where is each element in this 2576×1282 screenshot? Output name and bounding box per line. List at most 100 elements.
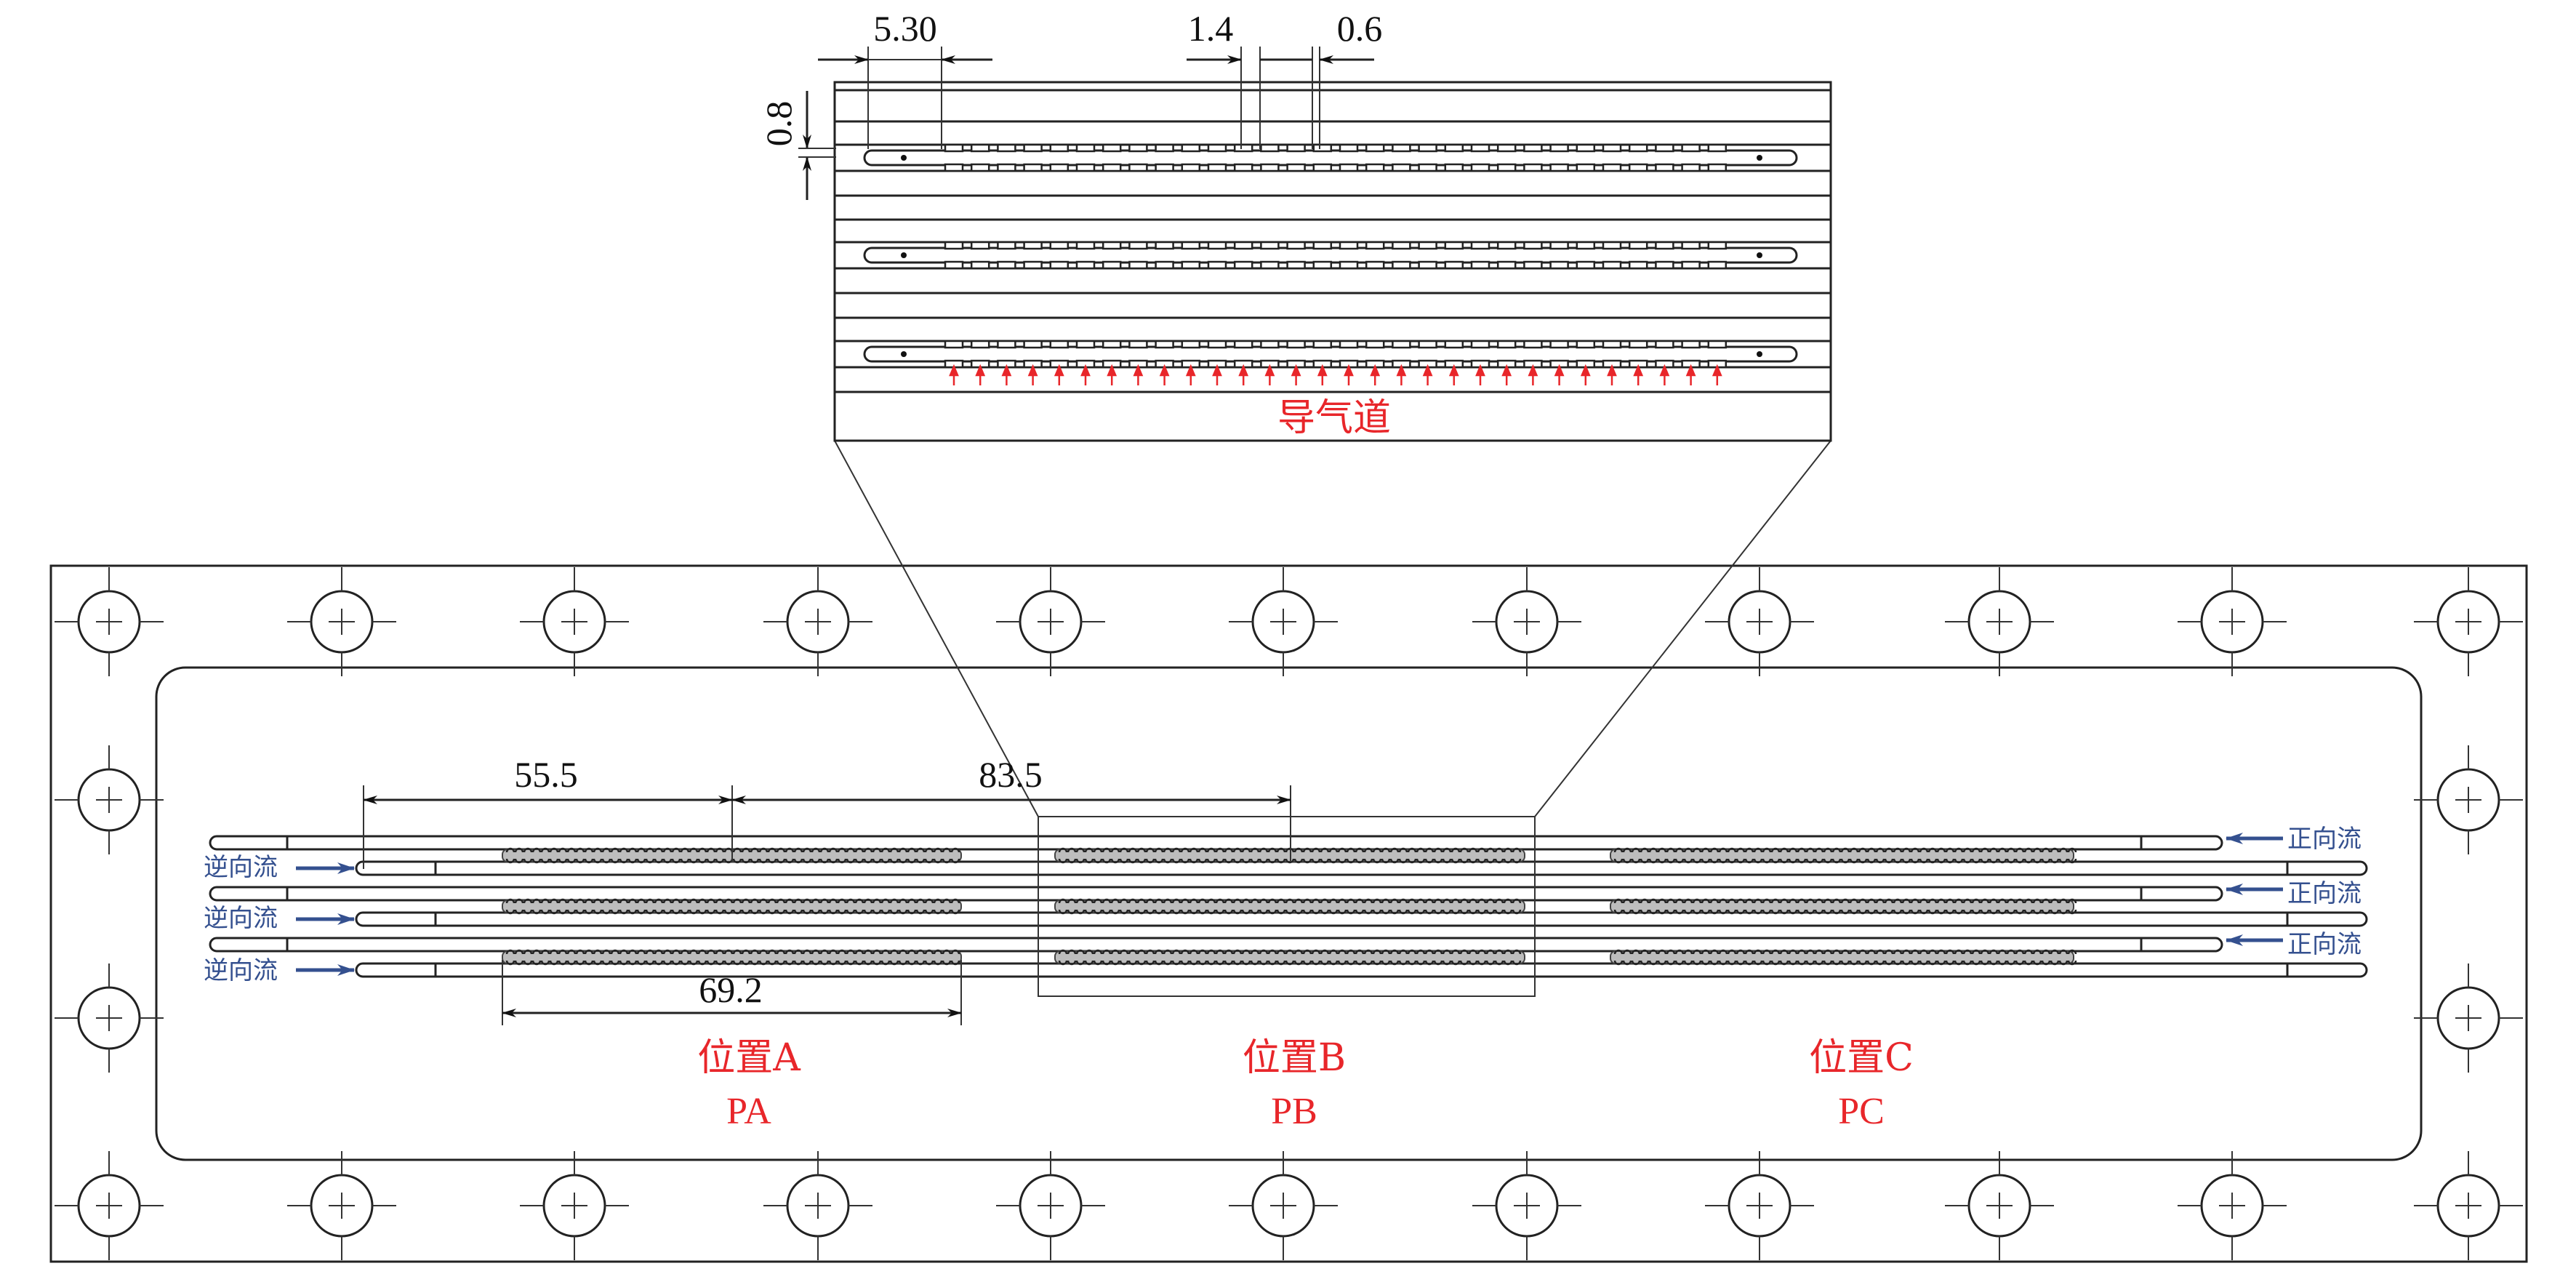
dimension-label: 69.2 [699, 969, 763, 1010]
rib-square-top [1075, 340, 1096, 349]
rib-square-top [1707, 241, 1728, 250]
air-flow-arrow-icon [1422, 364, 1433, 385]
bolt-crosshair [287, 567, 396, 676]
rib-square-bottom [1496, 260, 1517, 270]
rib-square-bottom [1365, 163, 1385, 172]
bolt-hole-icon [287, 1151, 396, 1260]
position-cn: 位置C [1809, 1036, 1914, 1080]
bolt-crosshair [2414, 963, 2523, 1073]
bolt-crosshair [55, 963, 164, 1073]
rib-square-bottom [1681, 260, 1701, 270]
inset-slot [863, 149, 1798, 167]
position-en: PA [726, 1091, 771, 1132]
upper-tube [209, 835, 2223, 851]
rib-square-top [1128, 340, 1148, 349]
bolt-crosshair [1945, 1151, 2054, 1260]
rib-square-top [1260, 340, 1280, 349]
rib-square-bottom [1576, 260, 1596, 270]
zoom-leader-right [1534, 440, 1831, 817]
rib-square-bottom [1181, 260, 1201, 270]
bolt-crosshair [1945, 567, 2054, 676]
zoom-leader-left [834, 440, 1039, 817]
rib-square-top [1365, 241, 1385, 250]
rib-square-bottom [1655, 260, 1674, 270]
rib-square-top [1602, 143, 1622, 153]
rib-square-bottom [1128, 163, 1148, 172]
bolt-crosshair [55, 567, 164, 676]
rib-square-bottom [1576, 163, 1596, 172]
air-flow-arrow-icon [1027, 364, 1038, 385]
rib-square-bottom [1549, 260, 1569, 270]
bolt-hole-icon [2178, 567, 2287, 676]
forward-flow-label: 正向流 [2287, 879, 2362, 908]
rib-square-top [944, 340, 964, 349]
rib-square-bottom [1707, 163, 1728, 172]
rib-square-top [1470, 241, 1490, 250]
rib-square-bottom [1207, 260, 1227, 270]
rib-square-top [1496, 241, 1517, 250]
rib-square-top [944, 143, 964, 153]
rib-square-bottom [1418, 163, 1437, 172]
bolt-hole-icon [996, 567, 1105, 676]
air-flow-arrow-icon [1238, 364, 1249, 385]
bolt-hole-icon [2414, 745, 2523, 854]
rib-square-bottom [1339, 163, 1359, 172]
channel-row [209, 833, 2368, 876]
rib-square-top [1681, 340, 1701, 349]
slot-end-dot [1757, 351, 1762, 357]
rib-square-bottom [1023, 163, 1043, 172]
rib-square-top [1418, 340, 1437, 349]
forward-flow-label: 正向流 [2287, 825, 2362, 854]
rib-square-bottom [997, 163, 1016, 172]
bolt-hole-icon [55, 745, 164, 854]
flow-labels: 逆向流 逆向流 逆向流 正向流 正向流 正向流 [204, 825, 2362, 985]
bolt-hole-icon [1472, 567, 1581, 676]
rib-square-bottom [1155, 260, 1174, 270]
bolt-crosshair [1472, 1151, 1581, 1260]
rib-square-bottom [1233, 163, 1253, 172]
rib-square-top [1207, 241, 1227, 250]
air-flow-arrow-icon [1370, 364, 1381, 385]
bolt-crosshair [1705, 567, 1814, 676]
rib-square-top [1102, 241, 1122, 250]
microchannel-wave [505, 847, 960, 864]
dimension-label: 55.5 [514, 754, 578, 795]
rib-square-top [1312, 340, 1333, 349]
air-flow-arrow-icon [1448, 364, 1459, 385]
rib-square-top [1181, 143, 1201, 153]
rib-square-top [1549, 340, 1569, 349]
lower-tube [355, 911, 2368, 927]
rib-square-top [1549, 143, 1569, 153]
rib-square-bottom [1523, 260, 1543, 270]
rib-square-top [1128, 241, 1148, 250]
rib-square-top [997, 340, 1016, 349]
bolt-hole-icon [55, 963, 164, 1073]
air-flow-arrow-icon [1554, 364, 1565, 385]
rib-square-bottom [1365, 260, 1385, 270]
bolt-hole-icon [2414, 1151, 2523, 1260]
rib-square-bottom [1470, 163, 1490, 172]
position-en: PC [1838, 1091, 1885, 1132]
position-en: PB [1271, 1091, 1317, 1132]
position-cn: 位置B [1243, 1036, 1346, 1080]
air-flow-arrow-icon [975, 364, 986, 385]
rib-square-bottom [1155, 163, 1174, 172]
lower-tube [355, 860, 2368, 876]
air-flow-arrow-icon [1659, 364, 1670, 385]
microchannel-wave [1613, 898, 2077, 915]
rib-square-bottom [970, 163, 990, 172]
bolt-crosshair [2414, 745, 2523, 854]
rib-square-bottom [1681, 163, 1701, 172]
rib-square-top [1365, 340, 1385, 349]
rib-square-top [1075, 143, 1096, 153]
inset-channel-row [835, 143, 1831, 172]
rib-square-top [970, 241, 990, 250]
rib-square-top [1339, 143, 1359, 153]
air-flow-arrow-icon [1501, 364, 1512, 385]
rib-square-bottom [1444, 260, 1464, 270]
slot-end-dot [901, 351, 907, 357]
dimension-83-5: 83.5 [731, 754, 1291, 862]
air-flow-arrow-icon [1133, 364, 1144, 385]
air-flow-arrow-icon [1344, 364, 1354, 385]
dimension-label: 5.30 [873, 8, 937, 49]
